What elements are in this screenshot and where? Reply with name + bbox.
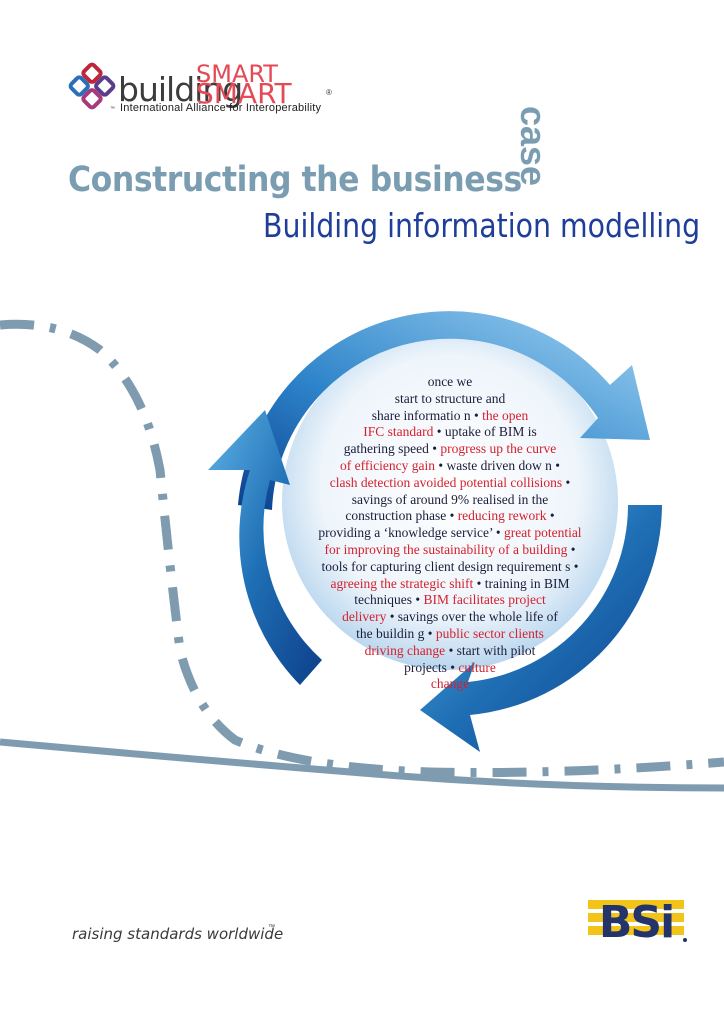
circle-text-line: agreeing the strategic shift • training …	[330, 575, 570, 591]
page-subtitle: Building information modelling	[263, 206, 701, 245]
logo-word-smart-outline: SMART	[196, 60, 278, 88]
logo-trademark: ™	[110, 106, 115, 112]
circle-text-line: for improving the sustainability of a bu…	[324, 541, 576, 557]
circle-text-line: gathering speed • progress up the curve	[343, 441, 557, 457]
circle-text-line: of efficiency gain • waste driven dow n …	[340, 457, 560, 473]
circle-text-block: once we start to structure and share inf…	[300, 374, 600, 693]
circle-text-line: IFC standard • uptake of BIM is	[363, 424, 537, 440]
circle-text-line: techniques • BIM facilitates project	[354, 592, 546, 608]
circle-text-line: driving change • start with pilot	[364, 642, 536, 658]
circle-text-line: delivery • savings over the whole life o…	[342, 609, 558, 625]
baseline-curve	[0, 738, 724, 792]
circle-text-line: projects • culture	[404, 659, 496, 675]
page-title: Constructing the business	[68, 160, 522, 200]
circle-text-line: change	[430, 676, 470, 692]
footer-trademark: ™	[268, 924, 275, 931]
inner-disc	[282, 334, 618, 670]
cycle-illustration	[0, 311, 724, 792]
ring-arrow-left	[208, 410, 322, 685]
dashed-curve-upper	[0, 319, 724, 778]
footer-slogan: raising standards worldwide	[72, 925, 284, 943]
bsi-logo-text: BSi	[599, 897, 673, 944]
bsi-registered-dot	[683, 938, 687, 942]
circle-text-line: start to structure and	[394, 390, 506, 406]
circle-text-line: savings of around 9% realised in the	[351, 491, 549, 507]
circle-text-line: construction phase • reducing rework •	[345, 508, 555, 524]
logo-registered-mark: ®	[326, 88, 332, 97]
circle-text-line: the buildin g • public sector clients	[356, 625, 544, 641]
circle-text-line: once we	[427, 374, 473, 389]
circle-text-line: providing a ‘knowledge service’ • great …	[318, 525, 582, 541]
logo-tagline: International Alliance for Interoperabil…	[120, 102, 322, 114]
logo-word-smart: SMART	[196, 77, 292, 110]
logo-word-building: building	[118, 70, 243, 109]
ring-arrow-lower	[420, 505, 662, 752]
circle-text-line: tools for capturing client design requir…	[321, 558, 579, 574]
bsi-logo: BSi	[588, 896, 688, 944]
buildingsmart-logo-icon	[68, 62, 116, 110]
circle-text-line: clash detection avoided potential collis…	[329, 474, 571, 490]
circle-text-line: share informatio n • the open	[371, 407, 529, 423]
buildingsmart-logo: building SMART SMART ® ™ International A…	[68, 62, 348, 122]
ring-arrow-upper	[238, 311, 650, 510]
